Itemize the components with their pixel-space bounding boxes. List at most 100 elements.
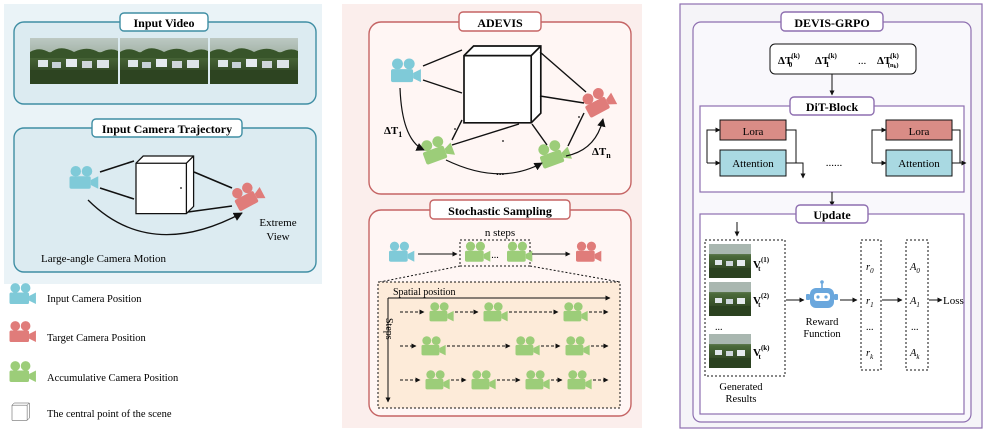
generated-video-2 [709,282,751,316]
advantage-a0: A0 [909,262,920,275]
extreme-view-label-1: Extreme [259,217,296,229]
grpo-title-box [780,11,884,32]
video-frame-1 [30,38,118,84]
ray-line [193,171,233,189]
legend-accumulative-camera: Accumulative Camera Position [47,373,179,384]
step-arrow-1 [399,87,425,151]
generated-label-2: Results [726,394,757,405]
steps-axis-label: Steps [383,318,394,340]
ray-line [99,187,135,200]
delta-sequence-box [769,43,917,75]
adevis-ellipsis: ... [496,166,505,178]
generated-video-1 [709,244,751,278]
reward-rk: rk [866,348,874,361]
residual-arrow [786,162,806,179]
legend-input-camera: Input Camera Position [47,294,142,305]
input-video-title: Input Video [133,16,194,30]
adevis-cube [463,45,542,124]
adevis-title: ADEVIS [477,16,523,30]
spatial-position-label: Spatial position [393,287,456,298]
attention-label-right: Attention [898,158,940,170]
lora-label-right: Lora [909,126,930,138]
reward-ellipsis: ... [866,322,874,333]
delta-tn-label: ΔTn [592,146,611,160]
dit-block-title-box [789,96,875,116]
lora-label-left: Lora [743,126,764,138]
zoom-guide [529,265,621,283]
delta-t1-label: ΔT1 [384,125,402,139]
legend-target-camera: Target Camera Position [47,333,147,344]
ray-line [422,79,463,94]
scene-point [578,116,580,118]
ray-line [567,112,585,147]
legend-accumulative-camera-icon [9,361,36,383]
trajectory-title-box [91,118,243,138]
ray-line [539,95,585,104]
reward-r0: r0 [866,262,874,275]
ray-line [187,205,233,213]
ray-line [539,51,587,93]
camera-motion-arrow [87,199,243,236]
v-hat-1: V(1)t [753,256,770,273]
dit-block-box [699,105,965,193]
scene-point [502,140,504,142]
video-frame-3 [210,38,298,84]
residual-path [786,129,797,163]
attention-box-left [719,149,787,177]
sampling-title: Stochastic Sampling [448,204,552,218]
grpo-title: DEVIS-GRPO [794,16,869,30]
generated-label-1: Generated [719,382,763,393]
reward-label-1: Reward [806,317,839,328]
residual-arrow [871,127,887,163]
generated-video-k [709,334,751,368]
legend-input-camera-icon [9,283,36,305]
legend-cube-icon [11,402,30,421]
delta-tnk-label: ΔT(k)(nk) [877,52,899,70]
legend-central-point: The central point of the scene [47,409,172,420]
loss-label: Loss [943,295,964,307]
robot-icon [806,280,838,308]
update-title-box [795,204,869,224]
generated-results-box [704,239,786,377]
input-video-title-box [119,12,209,32]
results-ellipsis: ... [715,322,723,333]
video-frame-2 [120,38,208,84]
reward-label-2: Function [803,329,841,340]
attention-box-right [885,149,953,177]
reward-column [860,239,882,371]
v-hat-2: V(2)t [753,292,770,309]
residual-arrow [706,127,721,163]
ray-line [451,123,520,146]
n-steps-label: n steps [485,227,515,239]
update-title: Update [813,208,851,222]
step-arrow-2 [445,159,543,175]
v-hat-k: V(k)t [753,344,770,361]
ray-line [422,49,463,67]
legend-target-camera-icon [9,321,36,343]
advantage-ellipsis: ... [911,322,919,333]
zoom-guide [379,265,461,283]
scene-center-point [180,187,182,189]
ray-line [531,123,548,146]
block-ellipsis: ...... [826,157,843,169]
sampling-dots: ... [491,250,499,261]
dit-block-title: DiT-Block [806,100,859,114]
delta-t0-label: ΔT(k)0 [778,52,800,69]
sampling-title-box [429,199,571,220]
step-arrow-3 [565,118,606,157]
camera-motion-label: Large-angle Camera Motion [41,253,167,265]
advantage-a1: A1 [909,296,920,309]
advantage-ak: Ak [909,348,920,361]
reward-r1: r1 [866,296,874,309]
delta-ellipsis: ... [858,55,867,67]
scene-center-cube-left [135,155,195,215]
attention-label-left: Attention [732,158,774,170]
ray-line [451,119,463,141]
extreme-view-label-2: View [266,231,289,243]
residual-path [952,129,961,163]
delta-t1-label-right: ΔT(k)1 [815,52,837,69]
adevis-title-box [458,11,542,32]
scene-point [454,128,456,130]
